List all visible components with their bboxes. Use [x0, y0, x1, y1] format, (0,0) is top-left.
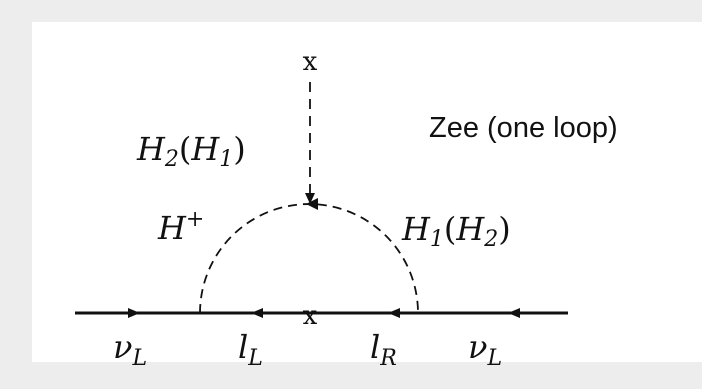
scalar-right-label: H1(H2) — [401, 210, 511, 252]
scalar-leg-arrow — [305, 193, 315, 204]
mass-insertion-mark: x — [303, 301, 318, 331]
charged-scalar-label: H+ — [157, 207, 204, 247]
fermion-arrow-nu-right — [508, 308, 520, 318]
diagram-caption: Zee (one loop) — [429, 112, 618, 144]
scalar-loop-arrow — [306, 198, 318, 210]
fermion-label-nu-right: νL — [468, 328, 502, 371]
fermion-arrow-nu-left — [128, 308, 140, 318]
vev-mark-top: x — [303, 47, 318, 77]
fermion-label-nu-left: νL — [113, 328, 147, 371]
fermion-label-l-right: lR — [370, 328, 397, 371]
scalar-top-label: H2(H1) — [136, 130, 246, 172]
fermion-arrow-l-right — [388, 308, 400, 318]
scalar-loop — [199, 203, 419, 314]
fermion-arrow-l-left — [251, 308, 263, 318]
diagram-panel — [32, 22, 702, 362]
fermion-label-l-left: lL — [238, 328, 263, 371]
